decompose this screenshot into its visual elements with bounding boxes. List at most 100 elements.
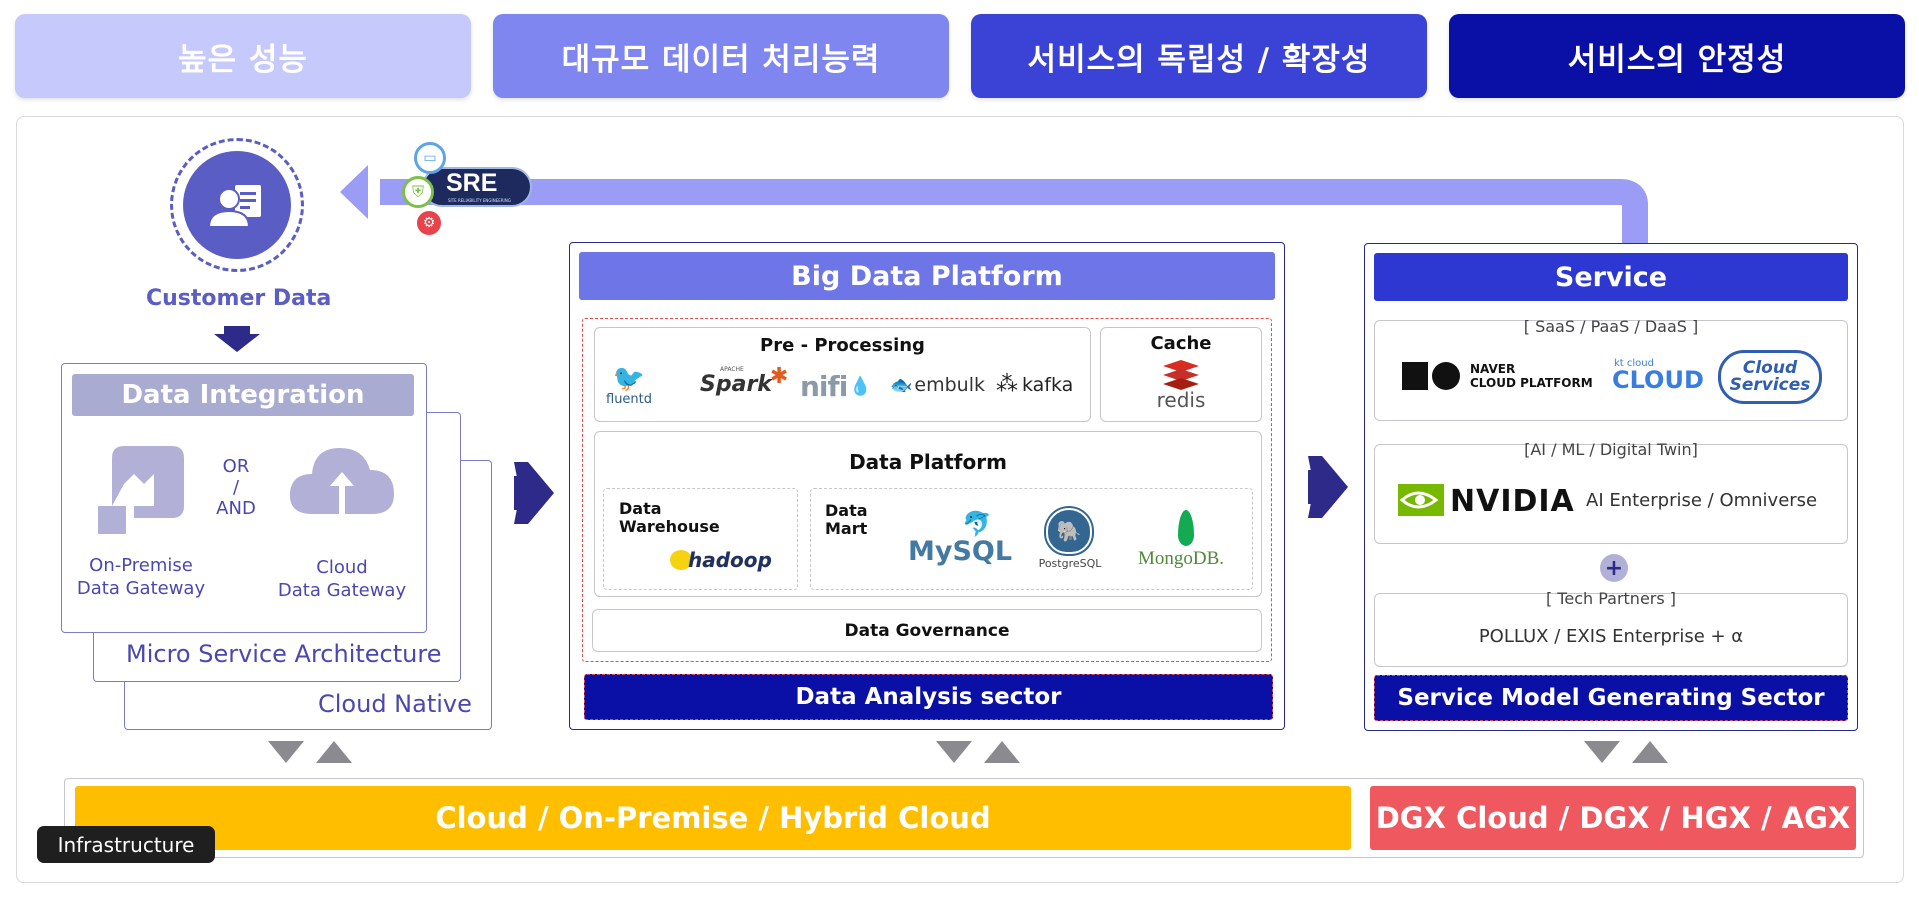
- data-mart-label: Data Mart: [825, 502, 868, 538]
- hadoop-logo: hadoop: [670, 548, 772, 572]
- kafka-logo: ⁂ kafka: [996, 372, 1073, 397]
- tab-large-data-processing: 대규모 데이터 처리능력: [493, 14, 949, 98]
- data-warehouse-line1: Data: [619, 499, 662, 518]
- service-model-sector: Service Model Generating Sector: [1374, 675, 1848, 721]
- kt-cloud-small-text: kt cloud: [1614, 358, 1654, 369]
- pollux-text: POLLUX / EXIS Enterprise + α: [1478, 626, 1744, 647]
- cache-label: Cache: [1150, 333, 1212, 354]
- right-chevron-1: [514, 462, 554, 524]
- updown-arrows-3: [1584, 741, 1668, 763]
- on-premise-text: On-Premise: [89, 555, 193, 576]
- clipboard-icon: ▭: [414, 142, 446, 174]
- naver-text: NAVER: [1470, 362, 1516, 376]
- spark-logo: Spark ✱ APACHE: [700, 364, 788, 397]
- naver-square-icon: [1402, 362, 1428, 390]
- and-text: AND: [216, 498, 256, 519]
- mysql-dolphin-icon: 🐬: [962, 510, 992, 538]
- spark-star-icon: ✱: [769, 364, 789, 389]
- diagram-frame: [16, 116, 1904, 883]
- naver-cloud-logo-mark: [1402, 362, 1460, 390]
- gears-icon: ⚙: [414, 208, 444, 238]
- data-warehouse-label: Data Warehouse: [619, 500, 720, 536]
- apache-text: APACHE: [720, 366, 744, 373]
- redis-text: redis: [1156, 388, 1206, 412]
- big-data-dashed-area: [582, 318, 1272, 662]
- ai-label: [AI / ML / Digital Twin]: [1524, 440, 1698, 459]
- kt-cloud-text: CLOUD: [1612, 366, 1704, 394]
- embulk-fish-icon: 🐟: [890, 374, 913, 396]
- spark-text: Spark: [700, 372, 772, 397]
- big-data-header: Big Data Platform: [579, 252, 1275, 300]
- cloud-platform-text: CLOUD PLATFORM: [1470, 376, 1593, 390]
- infrastructure-label: Infrastructure: [37, 826, 215, 863]
- cloud-gateway-icon: [289, 448, 394, 530]
- pre-processing-box: [594, 327, 1091, 422]
- data-mart-line2: Mart: [825, 519, 868, 538]
- data-platform-box: [594, 431, 1262, 597]
- embulk-text: embulk: [914, 374, 986, 396]
- down-arrow-icon: [214, 326, 260, 352]
- or-and-label: OR / AND: [210, 456, 262, 519]
- person-document-icon: [207, 185, 261, 228]
- data-platform-label: Data Platform: [849, 450, 1007, 474]
- customer-data-icon-ring: [170, 138, 304, 272]
- mysql-logo: MySQL 🐬: [908, 510, 1013, 567]
- on-premise-gateway-icon: [98, 446, 184, 534]
- tech-partners-label: [ Tech Partners ]: [1545, 589, 1677, 608]
- data-mart-box: [810, 488, 1253, 590]
- saas-label: [ SaaS / PaaS / DaaS ]: [1523, 317, 1699, 336]
- updown-arrows-2: [936, 741, 1020, 763]
- cloud-services-line2: Services: [1729, 375, 1811, 395]
- fluentd-text: fluentd: [606, 392, 653, 407]
- kafka-text: kafka: [1022, 373, 1074, 396]
- fluentd-bird-icon: 🐦: [612, 364, 646, 394]
- sre-feedback-arrow: [340, 165, 1648, 243]
- embulk-logo: 🐟 embulk: [890, 374, 985, 396]
- data-analysis-sector: Data Analysis sector: [584, 674, 1273, 720]
- tech-partners-box: [1374, 593, 1848, 667]
- nvidia-text: NVIDIA: [1450, 484, 1575, 519]
- data-mart-line1: Data: [825, 501, 868, 520]
- infrastructure-frame: [64, 778, 1864, 858]
- nifi-logo: nifi 💧: [800, 370, 872, 403]
- postgresql-text: PostgreSQL: [1038, 557, 1102, 570]
- sre-badge-subtitle: SITE RELIABILITY ENGINEERING: [448, 198, 511, 203]
- cloud-services-line1: Cloud: [1742, 358, 1798, 378]
- cloud-services-logo: Cloud Services: [1718, 350, 1822, 404]
- ai-box: [1374, 444, 1848, 544]
- postgresql-elephant-icon: 🐘: [1046, 508, 1092, 554]
- redis-cube-icon: [1163, 360, 1199, 390]
- data-warehouse-line2: Warehouse: [619, 517, 720, 536]
- data-warehouse-box: [603, 488, 798, 590]
- data-governance-box: [592, 609, 1262, 652]
- ai-enterprise-text: AI Enterprise / Omniverse: [1586, 490, 1818, 511]
- service-header: Service: [1374, 253, 1848, 301]
- or-text: OR: [222, 456, 250, 477]
- cloud-native-label: Cloud Native: [318, 690, 472, 718]
- cloud-text: Cloud: [316, 557, 368, 578]
- tab-service-independence: 서비스의 독립성 / 확장성: [971, 14, 1427, 98]
- data-integration-header: Data Integration: [72, 374, 414, 416]
- mysql-text: MySQL: [908, 536, 1013, 567]
- nvidia-eye-icon: [1398, 484, 1444, 516]
- data-governance-label: Data Governance: [844, 620, 1010, 641]
- tab-high-performance: 높은 성능: [15, 14, 471, 98]
- on-premise-gateway-label: On-Premise Data Gateway: [60, 554, 222, 600]
- hadoop-text: hadoop: [688, 548, 772, 572]
- mongodb-leaf-icon: [1178, 510, 1194, 546]
- slash-text: /: [232, 477, 240, 498]
- sre-badge-text: SRE: [446, 169, 498, 197]
- naver-cloud-text: NAVER CLOUD PLATFORM: [1470, 362, 1593, 390]
- cloud-data-gateway-text: Data Gateway: [277, 580, 407, 601]
- nifi-drop-icon: 💧: [849, 376, 872, 397]
- naver-circle-icon: [1432, 362, 1460, 390]
- dgx-bar: DGX Cloud / DGX / HGX / AGX: [1370, 786, 1856, 850]
- cloud-gateway-label: Cloud Data Gateway: [262, 556, 422, 602]
- shield-icon: ⛨: [402, 176, 434, 208]
- pre-processing-label: Pre - Processing: [760, 335, 925, 356]
- cloud-hybrid-bar: Cloud / On-Premise / Hybrid Cloud: [75, 786, 1351, 850]
- kafka-icon: ⁂: [996, 372, 1018, 397]
- mongodb-text: MongoDB.: [1138, 548, 1225, 569]
- msa-label: Micro Service Architecture: [126, 640, 442, 668]
- right-chevron-2: [1308, 456, 1348, 518]
